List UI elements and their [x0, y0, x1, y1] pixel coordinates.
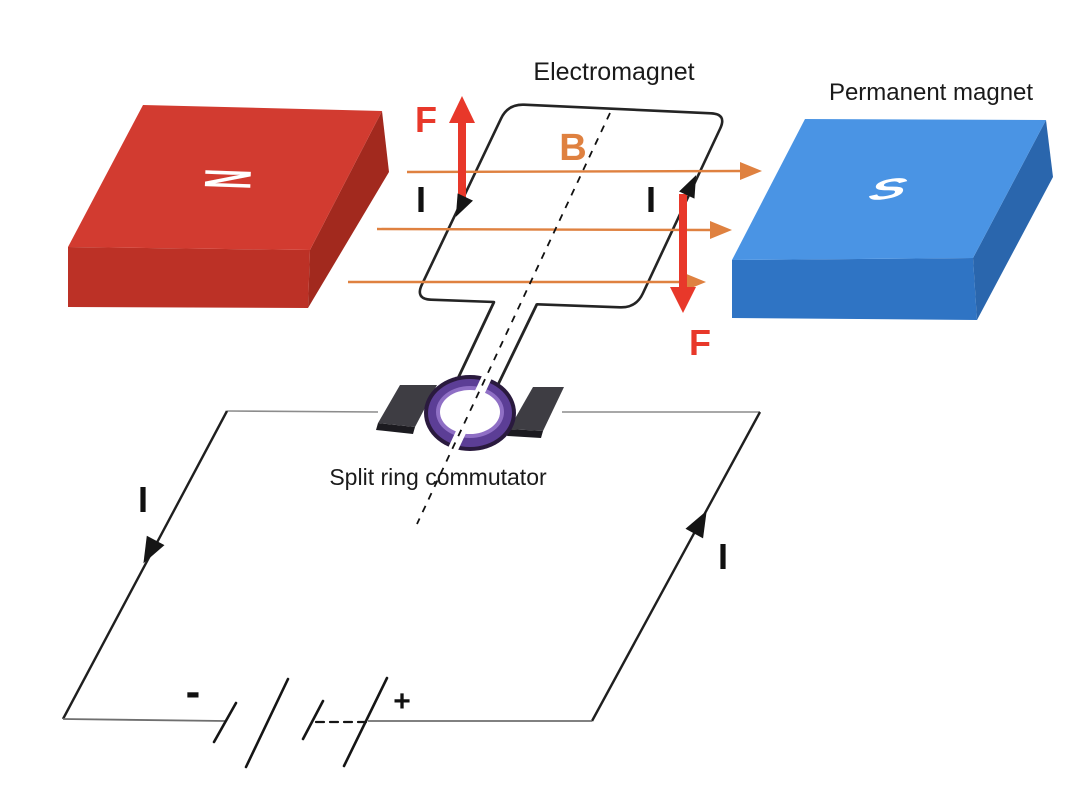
force-arrows: F F	[415, 96, 711, 363]
current-label-coil-right: I	[646, 179, 656, 220]
brush-left-top-face	[378, 385, 437, 427]
coil-loop-wire	[418, 103, 724, 309]
battery-short-plate-1	[212, 701, 238, 744]
north-magnet-front-face	[68, 247, 310, 308]
force-arrow-down-head	[670, 287, 696, 313]
field-arrowhead-2	[710, 221, 732, 239]
battery-long-plate-2	[342, 676, 389, 768]
south-magnet-top-face	[732, 119, 1046, 260]
battery-short-plate-2	[301, 699, 325, 741]
electromagnet-caption: Electromagnet	[533, 58, 694, 86]
circuit-wire-left	[61, 410, 229, 720]
brush-right-bottom-face	[507, 429, 543, 438]
force-arrow-up-shaft	[458, 119, 466, 207]
force-label-right: F	[689, 322, 711, 363]
field-arrows: B	[348, 127, 762, 291]
force-label-left: F	[415, 99, 437, 140]
battery-minus-label: -	[186, 667, 201, 716]
rotation-axis-dashed-line	[416, 112, 611, 525]
field-arrowhead-3	[684, 273, 706, 291]
current-label-circuit-right: I	[718, 536, 728, 577]
field-arrowhead-1	[740, 162, 762, 180]
north-magnet: N	[68, 105, 389, 308]
north-pole-label: N	[190, 168, 265, 190]
circuit-wire-right	[590, 411, 762, 722]
current-label-coil-left: I	[416, 179, 426, 220]
north-magnet-side-face	[308, 111, 389, 308]
brush-left-bottom-face	[376, 423, 415, 434]
battery-long-plate-1	[244, 677, 290, 769]
permanent-magnet-caption: Permanent magnet	[829, 79, 1033, 106]
south-magnet: S	[732, 119, 1053, 320]
brush-left	[376, 385, 437, 434]
south-pole-label: S	[866, 171, 909, 208]
force-arrow-up-head	[449, 96, 475, 123]
brush-right	[507, 387, 564, 438]
circuit-wire-bottom-left	[62, 718, 226, 722]
circuit-wire-top-left	[226, 410, 379, 413]
north-magnet-top-face	[68, 105, 382, 250]
current-arrow-circuit-right	[685, 510, 707, 539]
external-circuit: I I - +	[61, 410, 762, 769]
field-label: B	[559, 127, 586, 169]
current-arrow-coil-right	[679, 175, 697, 199]
commutator	[376, 368, 564, 458]
coil-current-arrows: I I	[416, 175, 697, 220]
brush-right-top-face	[509, 387, 564, 431]
battery	[212, 676, 389, 769]
current-label-circuit-left: I	[138, 479, 148, 520]
current-arrow-coil-left	[455, 193, 473, 217]
field-line-1	[406, 169, 745, 174]
split-ring-caption: Split ring commutator	[329, 464, 547, 490]
south-magnet-side-face	[973, 120, 1053, 320]
field-line-2	[376, 227, 715, 232]
current-arrow-circuit-left	[143, 535, 165, 564]
coil-lead-wire-right	[492, 303, 539, 394]
south-magnet-front-face	[732, 258, 977, 320]
force-arrow-down-shaft	[679, 194, 687, 289]
battery-plus-label: +	[393, 685, 411, 718]
